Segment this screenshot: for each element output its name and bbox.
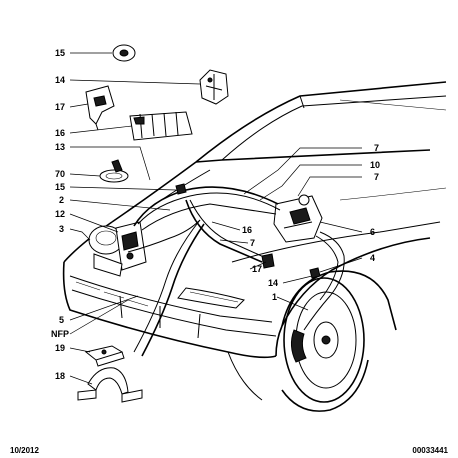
callout-7b: 7 [374,172,379,182]
callout-10: 10 [370,160,380,170]
callout-1: 1 [272,292,277,302]
callout-12: 12 [55,209,65,219]
callout-labels: 15 14 17 16 13 70 15 2 12 3 5 NFP 19 18 … [51,48,380,381]
footer-reference: 00033441 [412,446,448,455]
callout-2: 2 [59,195,64,205]
car-body-outline [62,81,447,401]
callout-3: 3 [59,224,64,234]
callout-6: 6 [370,227,375,237]
pipe-bracket-18 [77,367,143,403]
callout-7c: 7 [250,238,255,248]
callout-nfp: NFP [51,329,69,339]
hose-clamp [99,159,129,183]
multi-pipe-clip [129,111,193,141]
callout-15b: 15 [55,182,65,192]
callout-14: 14 [55,75,65,85]
grommet [112,44,136,62]
callout-17: 17 [55,102,65,112]
callout-19: 19 [55,343,65,353]
callout-15: 15 [55,48,65,58]
footer-date: 10/2012 [10,446,39,455]
loose-parts [85,44,229,183]
callout-7a: 7 [374,143,379,153]
brake-pipes [127,183,345,357]
abs-hydraulic-unit [88,221,147,277]
callout-16b: 16 [242,225,252,235]
callout-70: 70 [55,169,65,179]
brake-servo-reservoir [273,194,323,243]
callout-16: 16 [55,128,65,138]
callout-14b: 14 [268,278,278,288]
pipe-bracket-19 [84,345,125,367]
callout-18: 18 [55,371,65,381]
callout-13: 13 [55,142,65,152]
pipe-connector [85,85,115,131]
callout-4: 4 [370,253,375,263]
callout-5: 5 [59,315,64,325]
front-wheel-brake-disc [281,277,369,412]
callout-17b: 17 [252,264,262,274]
leader-lines [69,52,363,385]
pipe-clip [199,69,229,105]
